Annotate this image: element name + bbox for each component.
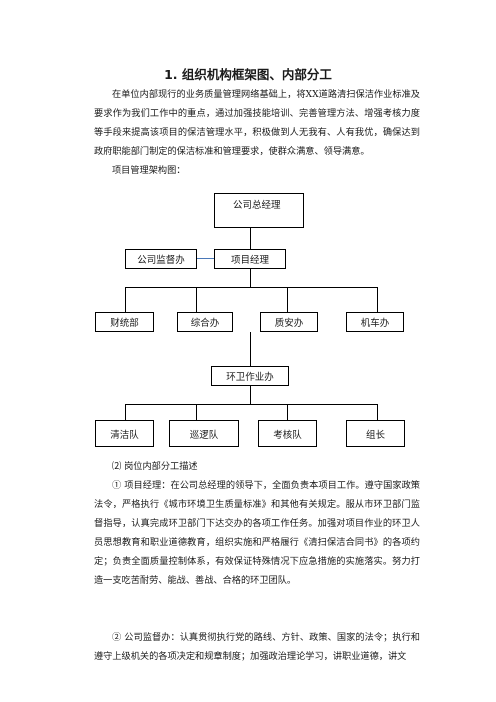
connector-pm-operations	[250, 332, 251, 367]
org-box-supervision-label: 公司监督办	[137, 255, 185, 266]
connector-operations-down	[250, 386, 251, 404]
org-box-team: 巡逻队	[169, 420, 239, 447]
section-item-project-manager: ① 项目经理：在公司总经理的领导下，全面负责本项目工作。遵守国家政策法令，严格执…	[94, 480, 420, 586]
connector-dept-2	[196, 287, 197, 313]
org-box-ceo: 公司总经理	[214, 193, 304, 228]
connector-team-3	[287, 404, 288, 420]
page-heading: 1. 组织机构框架图、内部分工	[164, 67, 332, 82]
chart-label: 项目管理架构图：	[112, 165, 186, 176]
org-box-team: 清洁队	[95, 420, 154, 447]
org-box-department-label: 综合办	[190, 318, 220, 329]
org-box-team-label: 清洁队	[110, 429, 139, 441]
section-item-supervision: ② 公司监督办：认真贯彻执行党的路线、方针、政策、国家的法令；执行和遵守上级机关…	[94, 632, 420, 662]
org-box-project-manager-label: 项目经理	[230, 255, 269, 266]
org-box-department: 财统部	[95, 312, 154, 332]
org-box-department: 机车办	[346, 312, 404, 332]
org-box-operations: 环卫作业办	[211, 366, 289, 386]
org-box-project-manager: 项目经理	[214, 249, 286, 269]
connector-team-2	[196, 404, 197, 420]
section-title: ⑵ 岗位内部分工描述	[112, 461, 198, 472]
org-box-team-label: 组长	[365, 429, 385, 441]
connector-supervision-pm	[197, 258, 214, 259]
org-box-supervision: 公司监督办	[125, 249, 197, 269]
connector-ceo-pm	[250, 228, 251, 249]
connector-team-4	[377, 404, 378, 420]
connector-departments-bar	[125, 287, 378, 288]
org-box-team: 组长	[346, 420, 405, 447]
org-box-team-label: 巡逻队	[189, 429, 219, 441]
org-box-operations-label: 环卫作业办	[226, 372, 274, 383]
org-box-department: 综合办	[177, 312, 233, 332]
org-box-team: 考核队	[258, 420, 317, 447]
connector-team-1	[125, 404, 126, 420]
org-box-team-label: 考核队	[273, 429, 302, 441]
org-box-department-label: 质安办	[274, 318, 304, 329]
connector-dept-1	[125, 287, 126, 313]
connector-pm-down	[250, 269, 251, 287]
org-box-ceo-label: 公司总经理	[233, 200, 281, 211]
connector-dept-3	[287, 287, 288, 313]
intro-paragraph: 在单位内部现行的业务质量管理网络基础上，将XX道路清扫保洁作业标准及要求作为我们…	[94, 89, 420, 157]
connector-dept-4	[377, 287, 378, 313]
connector-teams-bar	[125, 404, 378, 405]
org-box-department-label: 机车办	[360, 318, 390, 329]
org-box-department: 质安办	[260, 312, 318, 332]
org-box-department-label: 财统部	[110, 318, 139, 329]
